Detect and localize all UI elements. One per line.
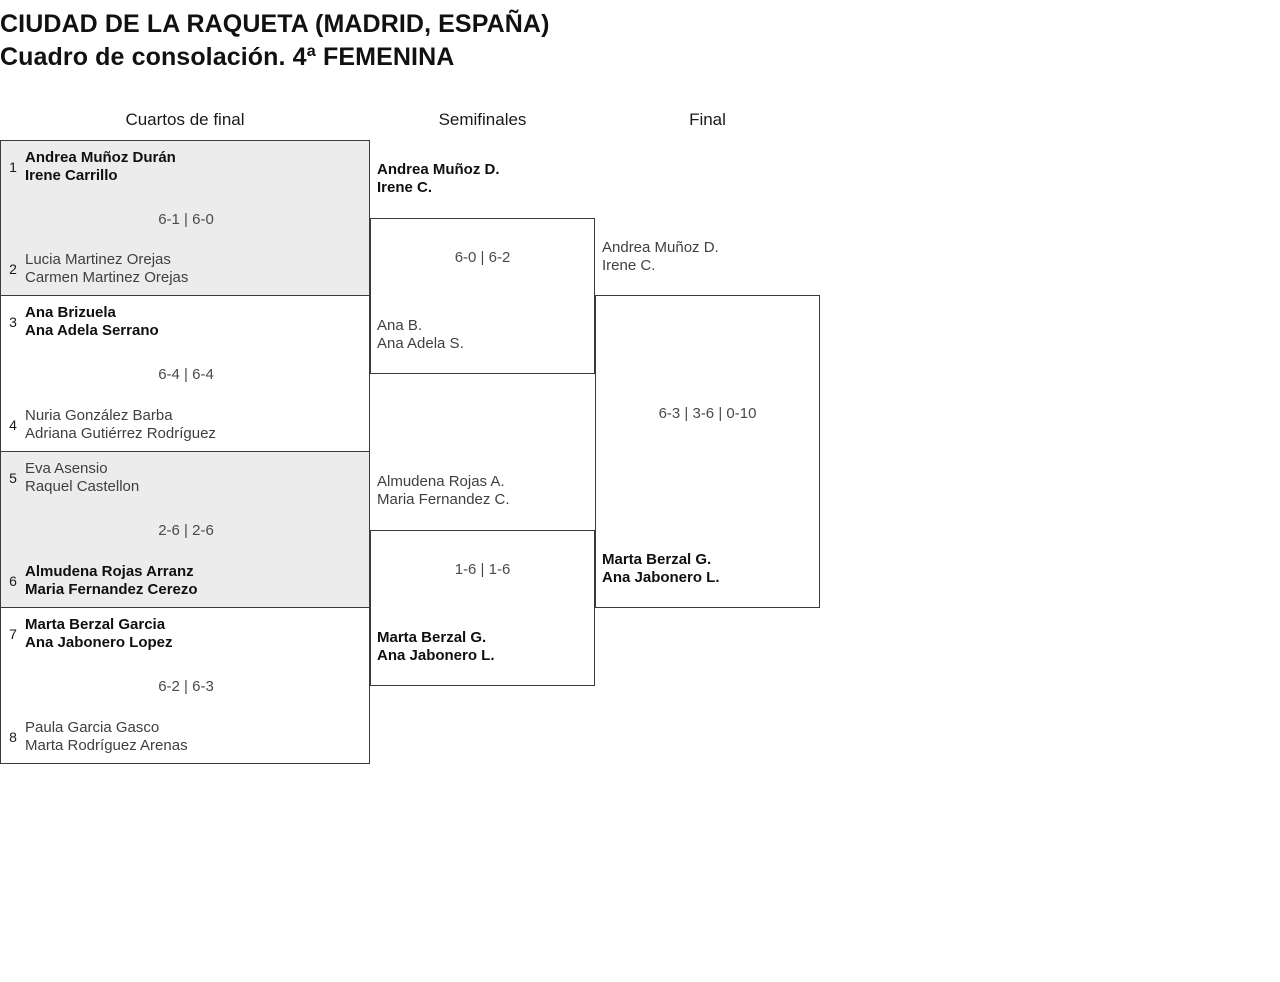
team-names: Marta Berzal Garcia Ana Jabonero Lopez [25,616,173,651]
match-slot-bottom[interactable]: 8 Paula Garcia Gasco Marta Rodríguez Are… [1,717,371,757]
quarterfinal-match-1[interactable]: 1 Andrea Muñoz Durán Irene Carrillo 6-1 … [0,140,370,296]
match-slot-top[interactable]: 5 Eva Asensio Raquel Castellon [1,458,371,498]
team-names: Eva Asensio Raquel Castellon [25,460,140,495]
final-bottom-team: Marta Berzal G. Ana Jabonero L. [602,551,720,586]
semifinal-2-top-team: Almudena Rojas A. Maria Fernandez C. [377,473,510,508]
match-slot-bottom[interactable]: 4 Nuria González Barba Adriana Gutiérrez… [1,405,371,445]
match-slot-top[interactable]: 7 Marta Berzal Garcia Ana Jabonero Lopez [1,614,371,654]
seed-number: 6 [9,573,17,589]
seed-number: 1 [9,159,17,175]
team-names: Ana Brizuela Ana Adela Serrano [25,304,159,339]
semifinal-1-bottom-team: Ana B. Ana Adela S. [377,317,464,352]
final-score: 6-3 | 3-6 | 0-10 [658,405,757,422]
quarterfinal-match-2[interactable]: 3 Ana Brizuela Ana Adela Serrano 6-4 | 6… [0,296,370,452]
semifinal-1-score: 6-0 | 6-2 [454,249,511,266]
team-names: Paula Garcia Gasco Marta Rodríguez Arena… [25,719,188,754]
title-draw-line: Cuadro de consolación. 4ª FEMENINA [0,43,455,71]
semifinal-1-top-team: Andrea Muñoz D. Irene C. [377,161,500,196]
match-score: 6-2 | 6-3 [158,678,214,695]
match-slot-bottom[interactable]: 2 Lucia Martinez Orejas Carmen Martinez … [1,249,371,289]
team-names: Almudena Rojas Arranz Maria Fernandez Ce… [25,563,198,598]
seed-number: 5 [9,470,17,486]
title-venue-line: CIUDAD DE LA RAQUETA (MADRID, ESPAÑA) [0,10,550,38]
match-score: 6-4 | 6-4 [158,366,214,383]
team-names: Lucia Martinez Orejas Carmen Martinez Or… [25,251,189,286]
page-title: CIUDAD DE LA RAQUETA (MADRID, ESPAÑA) Cu… [0,8,1000,74]
match-slot-top[interactable]: 3 Ana Brizuela Ana Adela Serrano [1,302,371,342]
quarterfinal-match-3[interactable]: 5 Eva Asensio Raquel Castellon 2-6 | 2-6… [0,452,370,608]
seed-number: 2 [9,261,17,277]
semifinal-match-1-box[interactable] [370,218,595,374]
seed-number: 8 [9,729,17,745]
round-header-quarterfinals: Cuartos de final [125,110,245,129]
round-header-semifinals: Semifinales [438,110,527,129]
semifinal-2-bottom-team: Marta Berzal G. Ana Jabonero L. [377,629,495,664]
match-score: 6-1 | 6-0 [158,211,214,228]
final-match-box[interactable] [595,295,820,608]
team-names: Andrea Muñoz Durán Irene Carrillo [25,149,176,184]
seed-number: 4 [9,417,17,433]
seed-number: 3 [9,314,17,330]
match-slot-top[interactable]: 1 Andrea Muñoz Durán Irene Carrillo [1,147,371,187]
match-score: 2-6 | 2-6 [158,522,214,539]
quarterfinal-match-4[interactable]: 7 Marta Berzal Garcia Ana Jabonero Lopez… [0,608,370,764]
semifinal-match-2-box[interactable] [370,530,595,686]
team-names: Nuria González Barba Adriana Gutiérrez R… [25,407,216,442]
semifinal-2-score: 1-6 | 1-6 [454,561,511,578]
round-header-final: Final [689,110,726,129]
match-slot-bottom[interactable]: 6 Almudena Rojas Arranz Maria Fernandez … [1,561,371,601]
final-top-team: Andrea Muñoz D. Irene C. [602,239,719,274]
seed-number: 7 [9,626,17,642]
